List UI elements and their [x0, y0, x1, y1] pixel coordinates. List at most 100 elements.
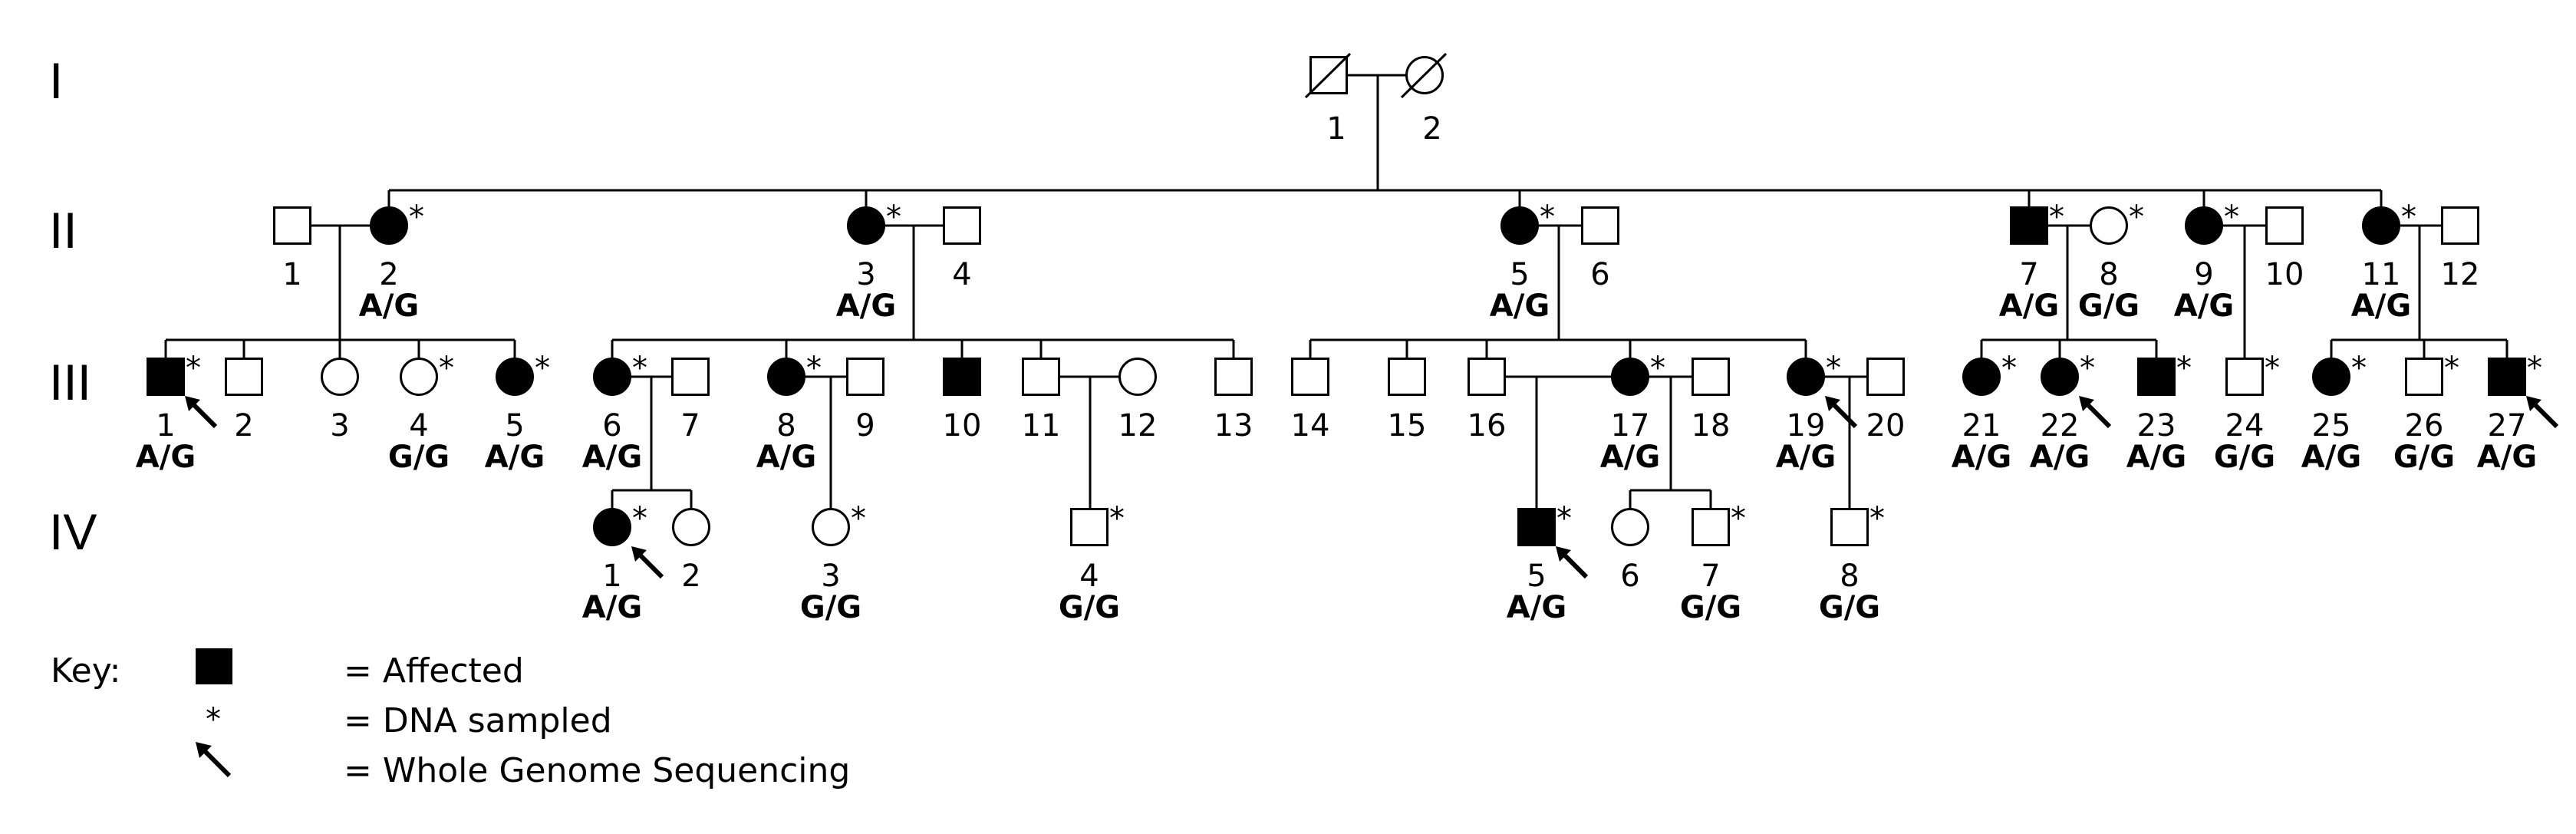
dna-sampled-asterisk: *: [439, 351, 454, 386]
wgs-arrow-icon: [1556, 546, 1589, 579]
genotype-label: G/G: [2393, 440, 2455, 475]
dna-sampled-asterisk: *: [2176, 351, 2192, 386]
unaffected-male-square: [2405, 358, 2443, 396]
individual-iii-9: 9: [846, 358, 884, 443]
individual-number: 6: [1620, 559, 1639, 594]
wgs-arrow-icon: [185, 396, 218, 429]
individual-iv-2: 2: [672, 508, 710, 594]
individual-number: 1: [282, 257, 301, 292]
individual-iii-21: *21A/G: [1952, 351, 2017, 475]
individual-iii-10: 10: [943, 358, 981, 443]
dna-sampled-asterisk: *: [2049, 199, 2064, 235]
individual-number: 19: [1787, 408, 1826, 443]
affected-female-circle: [1962, 358, 2001, 396]
unaffected-female-circle: [321, 358, 359, 396]
unaffected-female-circle: [672, 508, 710, 546]
legend-label-affected: = Affected: [344, 651, 524, 691]
individual-number: 7: [680, 408, 700, 443]
genotype-label: A/G: [1776, 440, 1836, 475]
individual-iii-12: 12: [1118, 358, 1158, 443]
affected-female-circle: [1500, 206, 1539, 245]
genotype-label: A/G: [1999, 288, 2059, 324]
individual-iii-25: *25A/G: [2301, 351, 2367, 475]
unaffected-male-square: [1022, 358, 1060, 396]
individual-number: 9: [2194, 257, 2213, 292]
dna-sampled-asterisk: *: [1109, 501, 1125, 536]
genotype-label: A/G: [359, 288, 419, 324]
individual-number: 4: [952, 257, 971, 292]
individual-iii-24: *24G/G: [2214, 351, 2280, 475]
dna-sampled-asterisk: *: [2401, 199, 2416, 235]
unaffected-male-square: [1830, 508, 1869, 546]
individual-iv-5: *5A/G: [1507, 501, 1589, 625]
unaffected-male-square: [1866, 358, 1905, 396]
individual-number: 21: [1962, 408, 2001, 443]
individual-iii-17: *17A/G: [1600, 351, 1665, 475]
unaffected-female-circle: [1611, 508, 1649, 546]
individual-number: 11: [1022, 408, 1061, 443]
unaffected-female-circle: [400, 358, 438, 396]
dna-sampled-asterisk: *: [2351, 351, 2367, 386]
individual-iv-7: *7G/G: [1680, 501, 1746, 625]
generation-label-i: I: [49, 52, 63, 109]
individual-iii-18: 18: [1692, 358, 1730, 443]
individual-ii-12: 12: [2441, 206, 2479, 292]
unaffected-male-square: [671, 358, 710, 396]
unaffected-male-square: [2265, 206, 2304, 245]
individual-iii-19: *19A/G: [1776, 351, 1858, 475]
dna-sampled-asterisk: *: [1540, 199, 1555, 235]
deceased-slash: [1400, 52, 1448, 99]
legend-title: Key:: [51, 651, 120, 691]
wgs-arrow-icon: [631, 546, 664, 579]
arrow-icon: [196, 742, 232, 778]
affected-square-icon: [196, 648, 232, 684]
individual-iii-11: 11: [1022, 358, 1061, 443]
individual-iii-5: *5A/G: [485, 351, 550, 475]
dna-sampled-asterisk: *: [886, 199, 901, 235]
individual-ii-6: 6: [1581, 206, 1619, 292]
dna-sampled-asterisk: *: [1731, 501, 1746, 536]
individual-number: 4: [409, 408, 428, 443]
individual-number: 3: [821, 559, 840, 594]
affected-female-circle: [1611, 358, 1649, 396]
unaffected-male-square: [1214, 358, 1253, 396]
affected-female-circle: [847, 206, 885, 245]
unaffected-male-square: [1692, 358, 1730, 396]
individual-number: 1: [602, 559, 621, 594]
genotype-label: A/G: [582, 440, 642, 475]
individual-iii-20: 20: [1866, 358, 1905, 443]
individual-iii-8: *8A/G: [756, 351, 822, 475]
genotype-label: A/G: [2477, 440, 2537, 475]
individual-iii-23: *23A/G: [2126, 351, 2192, 475]
affected-male-square: [2488, 358, 2526, 396]
genotype-label: G/G: [1680, 590, 1741, 625]
individual-ii-11: *11A/G: [2351, 199, 2416, 324]
individual-number: 5: [1510, 257, 1529, 292]
individual-ii-2: *2A/G: [359, 199, 424, 324]
individual-number: 12: [1118, 408, 1158, 443]
genotype-label: A/G: [2174, 288, 2234, 324]
genotype-label: G/G: [1059, 590, 1120, 625]
individual-number: 27: [2488, 408, 2527, 443]
individual-number: 5: [505, 408, 524, 443]
individual-ii-9: *9A/G: [2174, 199, 2239, 324]
dna-sampled-asterisk: *: [851, 501, 866, 536]
individual-iii-2: 2: [225, 358, 263, 443]
genotype-label: A/G: [2351, 288, 2411, 324]
unaffected-male-square: [1291, 358, 1329, 396]
individual-ii-4: 4: [943, 206, 981, 292]
asterisk-icon: *: [206, 702, 221, 737]
dna-sampled-asterisk: *: [1826, 351, 1841, 386]
individual-iii-14: 14: [1291, 358, 1329, 443]
affected-female-circle: [593, 358, 631, 396]
individual-i-1: 1: [1304, 52, 1352, 147]
genotype-label: A/G: [1507, 590, 1566, 625]
unaffected-male-square: [1581, 206, 1619, 245]
unaffected-female-circle: [812, 508, 850, 546]
individual-number: 11: [2362, 257, 2401, 292]
affected-male-square: [2137, 358, 2176, 396]
dna-sampled-asterisk: *: [1556, 501, 1572, 536]
individual-number: 22: [2041, 408, 2080, 443]
individual-number: 2: [681, 559, 700, 594]
individual-number: 3: [856, 257, 875, 292]
